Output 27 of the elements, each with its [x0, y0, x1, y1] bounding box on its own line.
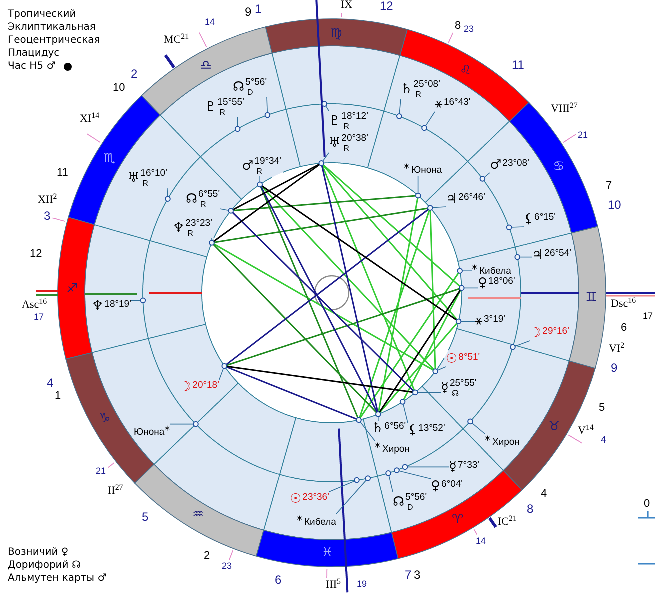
house-number: 6 [621, 323, 628, 335]
cusp-degree: 17 [34, 313, 44, 322]
house-cusp-label: IX [341, 0, 353, 12]
scale-label: 0 [644, 499, 650, 511]
house-number: 1 [255, 3, 262, 16]
chart-setting-text: Тропический [8, 10, 76, 20]
cusp-degree: 19 [357, 580, 368, 590]
chart-setting-text: Час H5 ♂ [8, 62, 56, 72]
house-number: 9 [611, 362, 618, 375]
house-cusp-label: III$^{5}$ [326, 580, 341, 592]
chart-factor-text: Альмутен карты ♂ [8, 574, 107, 584]
chart-setting-text: Плацидус [8, 49, 60, 60]
cusp-degree: 4 [601, 436, 607, 446]
house-cusp-label: XII$^{2}$ [38, 195, 58, 207]
house-cusp-label: Asc$^{16}$ [22, 300, 48, 312]
house-number: 5 [599, 403, 606, 415]
house-cusp-label: Dsc$^{16}$ [611, 299, 636, 311]
zodiac-sign-symbol: ♊ [586, 290, 598, 305]
cusp-degree: 17 [643, 312, 654, 322]
house-number: 3 [44, 210, 51, 223]
house-number: 4 [47, 377, 54, 390]
house-number: 7 [606, 181, 612, 193]
chart-factor-text: Возничий ♀ [8, 548, 69, 558]
house-number: 10 [608, 199, 622, 212]
house-number: 12 [30, 249, 42, 261]
house-cusp-label: VI$^{2}$ [609, 344, 625, 356]
house-number: 12 [380, 0, 394, 13]
